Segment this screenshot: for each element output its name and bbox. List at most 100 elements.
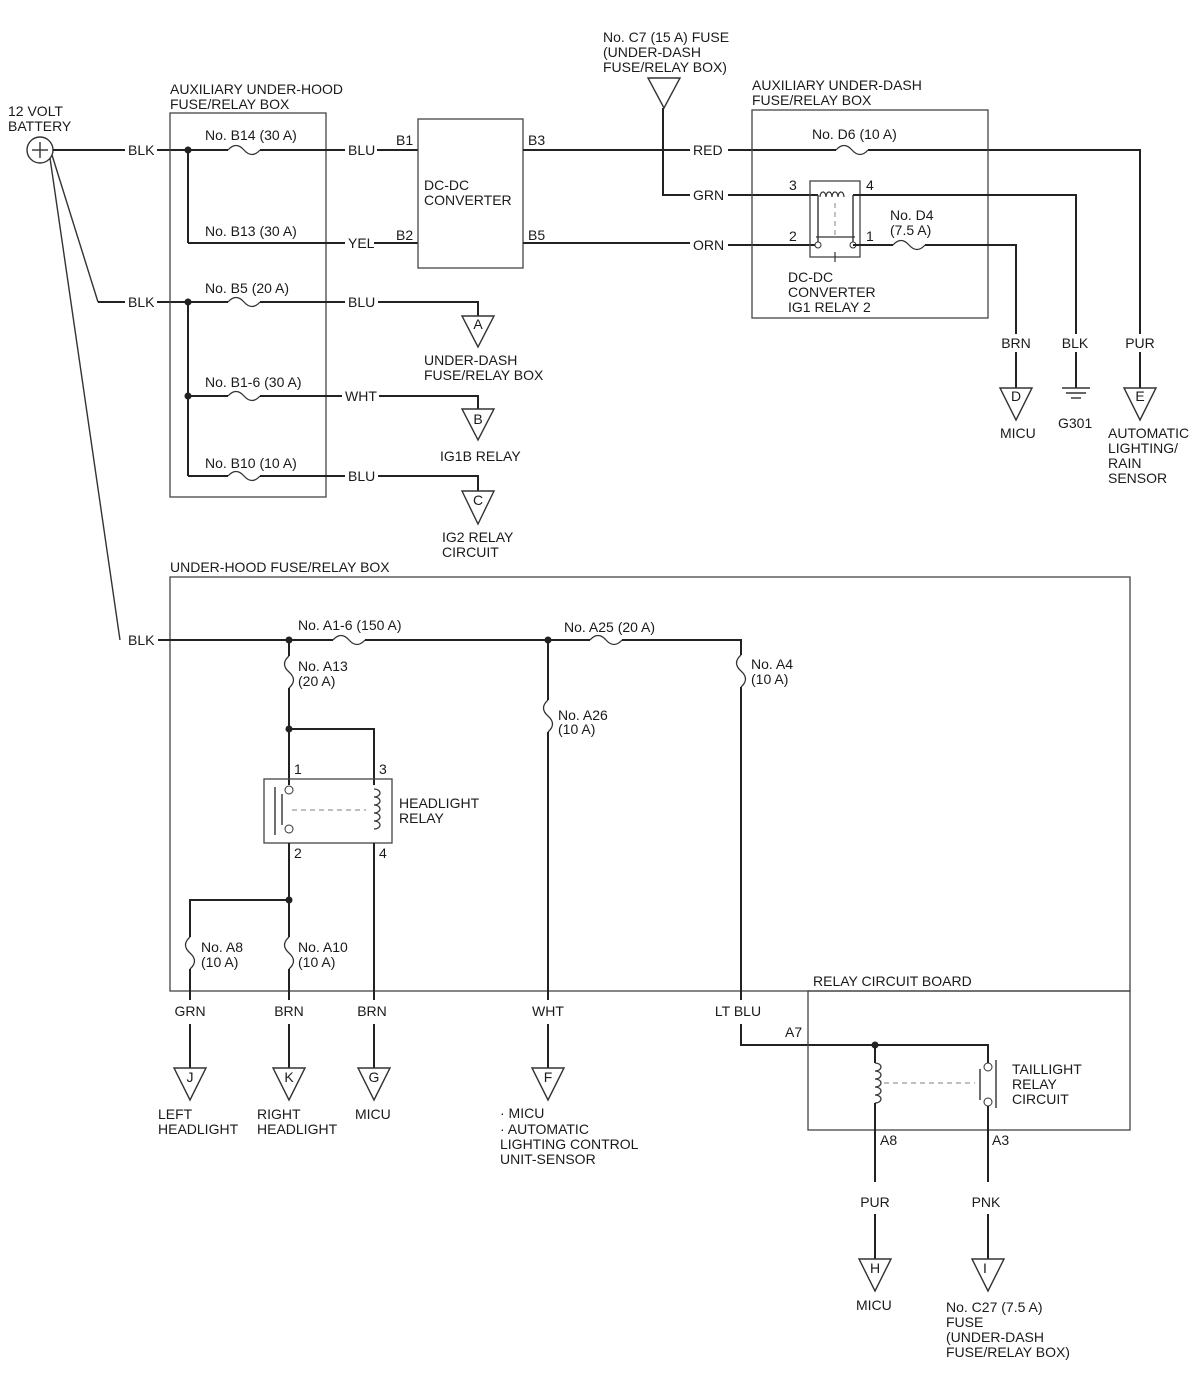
connector-c-line2: CIRCUIT <box>442 544 499 560</box>
connector-i-letter: I <box>983 1260 987 1276</box>
connector-k: K RIGHT HEADLIGHT <box>257 1067 338 1137</box>
relay-circuit-board: RELAY CIRCUIT BOARD A7 TAILLIGHT RELAY C… <box>785 973 1131 1182</box>
fuse-b1-6-label: No. B1-6 (30 A) <box>205 374 302 390</box>
ig1-relay-label-line3: IG1 RELAY 2 <box>788 299 871 315</box>
connector-h-line1: MICU <box>856 1297 892 1313</box>
aux-underdash-title-line2: FUSE/RELAY BOX <box>752 92 872 108</box>
fuse-a13-label-line2: (20 A) <box>298 673 335 689</box>
connector-a-line2: FUSE/RELAY BOX <box>424 367 544 383</box>
headlight-relay-pin-2: 2 <box>294 845 302 861</box>
underdash-output-wires: BRN BLK PUR <box>853 194 1158 388</box>
connector-i-line2: FUSE <box>946 1314 983 1330</box>
aux-underhood-box: AUXILIARY UNDER-HOOD FUSE/RELAY BOX No. … <box>169 81 479 498</box>
wire-label-brn-1: BRN <box>1001 335 1031 351</box>
ig1-relay-label-line2: CONVERTER <box>788 284 876 300</box>
connector-a-letter: A <box>473 316 483 332</box>
battery-label-line2: BATTERY <box>8 118 72 134</box>
relay-board-title: RELAY CIRCUIT BOARD <box>813 973 972 989</box>
fuse-b5-icon <box>227 296 261 308</box>
fuse-a1-6-label: No. A1-6 (150 A) <box>298 617 402 633</box>
converter-pin-b5: B5 <box>528 227 545 243</box>
connector-k-line2: HEADLIGHT <box>257 1121 338 1137</box>
headlight-relay-label-line1: HEADLIGHT <box>399 795 480 811</box>
connector-h-letter: H <box>870 1260 880 1276</box>
converter-output-wires: RED ORN GRN <box>523 108 1141 388</box>
wire-label-blu-1: BLU <box>348 142 375 158</box>
underhood-box: UNDER-HOOD FUSE/RELAY BOX No. A1-6 (150 … <box>158 559 1131 1000</box>
wire-label-blu-3: BLU <box>348 468 375 484</box>
fuse-a8-label-line2: (10 A) <box>201 954 238 970</box>
battery-label-line1: 12 VOLT <box>8 103 63 119</box>
taillight-relay-label-line1: TAILLIGHT <box>1012 1061 1082 1077</box>
wire-label-red: RED <box>693 142 723 158</box>
aux-underhood-title-line1: AUXILIARY UNDER-HOOD <box>170 81 343 97</box>
connector-c: C IG2 RELAY CIRCUIT <box>442 490 514 560</box>
underhood-title: UNDER-HOOD FUSE/RELAY BOX <box>170 559 390 575</box>
connector-d: D MICU <box>998 387 1036 441</box>
connector-e: E AUTOMATIC LIGHTING/ RAIN SENSOR <box>1108 387 1189 486</box>
wire-label-wht-1: WHT <box>345 388 377 404</box>
connector-a: A UNDER-DASH FUSE/RELAY BOX <box>424 315 544 383</box>
connector-c-letter: C <box>473 492 483 508</box>
battery: 12 VOLT BATTERY <box>8 103 72 164</box>
fuse-b14-icon <box>227 144 261 156</box>
fuse-b5-label: No. B5 (20 A) <box>205 280 289 296</box>
converter-line2: CONVERTER <box>424 192 512 208</box>
connector-g-line1: MICU <box>355 1106 391 1122</box>
fuse-c7-line2: (UNDER-DASH <box>603 44 701 60</box>
wire-label-blu-2: BLU <box>348 294 375 310</box>
connector-j-line1: LEFT <box>158 1106 193 1122</box>
connector-f: F · MICU · AUTOMATIC LIGHTING CONTROL UN… <box>500 1067 639 1167</box>
taillight-relay-coil-icon <box>874 1062 882 1104</box>
wire-label-pnk: PNK <box>972 1194 1001 1210</box>
connector-f-line4: UNIT-SENSOR <box>500 1151 596 1167</box>
dc-dc-converter: DC-DC CONVERTER B1 B2 B3 B5 <box>396 118 545 269</box>
fuse-a25-icon <box>589 634 623 646</box>
relay-board-pin-a7: A7 <box>785 1024 802 1040</box>
fuse-a13-label-line1: No. A13 <box>298 658 348 674</box>
fuse-a26-icon <box>542 699 554 733</box>
headlight-relay-pin-1: 1 <box>294 761 302 777</box>
connector-c-line1: IG2 RELAY <box>442 529 514 545</box>
connector-g-letter: G <box>369 1069 380 1085</box>
fuse-a8-label-line1: No. A8 <box>201 939 243 955</box>
fuse-a26-label-line2: (10 A) <box>558 721 595 737</box>
wire-label-grn-2: GRN <box>174 1003 205 1019</box>
fuse-d4-icon <box>892 239 926 251</box>
fuse-b1-6-icon <box>227 390 261 402</box>
fuse-c7-line3: FUSE/RELAY BOX) <box>603 59 727 75</box>
connector-d-letter: D <box>1011 388 1021 404</box>
fuse-c7-connector: No. C7 (15 A) FUSE (UNDER-DASH FUSE/RELA… <box>603 29 729 110</box>
taillight-relay-label-line2: RELAY <box>1012 1076 1058 1092</box>
aux-underhood-title-line2: FUSE/RELAY BOX <box>170 96 290 112</box>
ig1-relay-label-line1: DC-DC <box>788 269 833 285</box>
fuse-b10-label: No. B10 (10 A) <box>205 455 297 471</box>
wire-label-grn-1: GRN <box>693 187 724 203</box>
fuse-d4-label-line1: No. D4 <box>890 207 934 223</box>
relay-board-pin-a8: A8 <box>880 1132 897 1148</box>
fuse-c7-line1: No. C7 (15 A) FUSE <box>603 29 729 45</box>
fuse-b13-label: No. B13 (30 A) <box>205 223 297 239</box>
connector-e-letter: E <box>1135 388 1144 404</box>
wire-label-wht-2: WHT <box>532 1003 564 1019</box>
connector-i-line1: No. C27 (7.5 A) <box>946 1299 1043 1315</box>
connector-b-line1: IG1B RELAY <box>440 448 521 464</box>
fuse-a8-icon <box>184 936 196 970</box>
connector-i-line4: FUSE/RELAY BOX) <box>946 1344 1070 1360</box>
fuse-b14-label: No. B14 (30 A) <box>205 127 297 143</box>
fuse-a10-icon <box>283 936 295 970</box>
connector-a-line1: UNDER-DASH <box>424 352 517 368</box>
converter-pin-b3: B3 <box>528 132 545 148</box>
connector-j-line2: HEADLIGHT <box>158 1121 239 1137</box>
wire-label-blk-4: BLK <box>1062 335 1089 351</box>
ig1-relay-pin-3: 3 <box>789 177 797 193</box>
fuse-a13-icon <box>283 655 295 689</box>
connector-f-letter: F <box>544 1069 553 1085</box>
ground-label: G301 <box>1058 415 1092 431</box>
relay-board-pin-a3: A3 <box>992 1132 1009 1148</box>
ig1-relay-pin-1: 1 <box>866 228 874 244</box>
fuse-d4-label-line2: (7.5 A) <box>890 222 931 238</box>
fuse-b10-icon <box>227 470 261 482</box>
connector-k-letter: K <box>284 1069 294 1085</box>
